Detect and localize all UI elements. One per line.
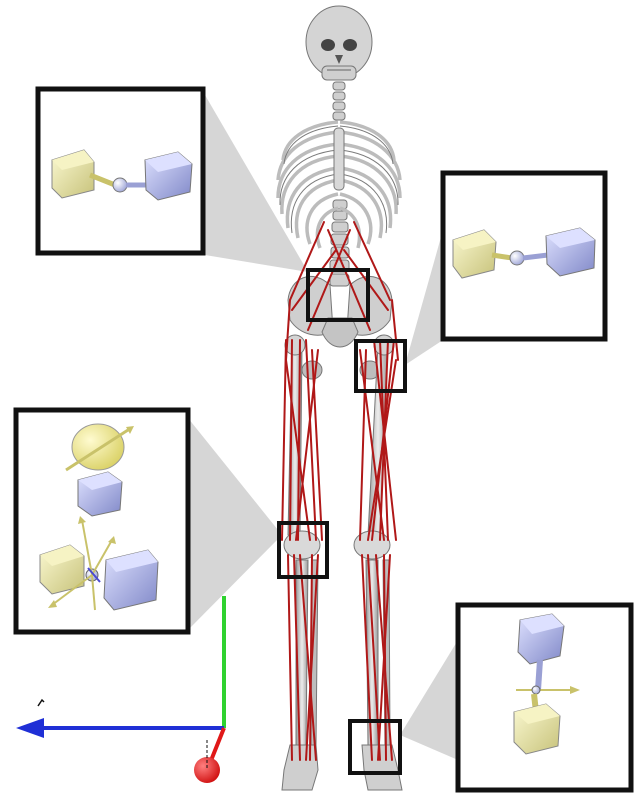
callout-hip: [405, 230, 443, 365]
inset-hip-joint: [443, 173, 605, 339]
inset-knee-joint: [16, 410, 188, 632]
callout-ankle: [400, 640, 458, 760]
callout-knee: [188, 418, 282, 630]
inset-lumbar-joint: [38, 89, 203, 253]
callout-wedges: [188, 95, 458, 760]
x-axis-arrowhead: [16, 718, 44, 738]
axis-tick-mark: [38, 700, 44, 706]
inset-ankle-joint: [458, 605, 631, 790]
skull: [306, 6, 372, 80]
callout-lumbar: [205, 95, 308, 272]
sternum: [334, 128, 344, 190]
